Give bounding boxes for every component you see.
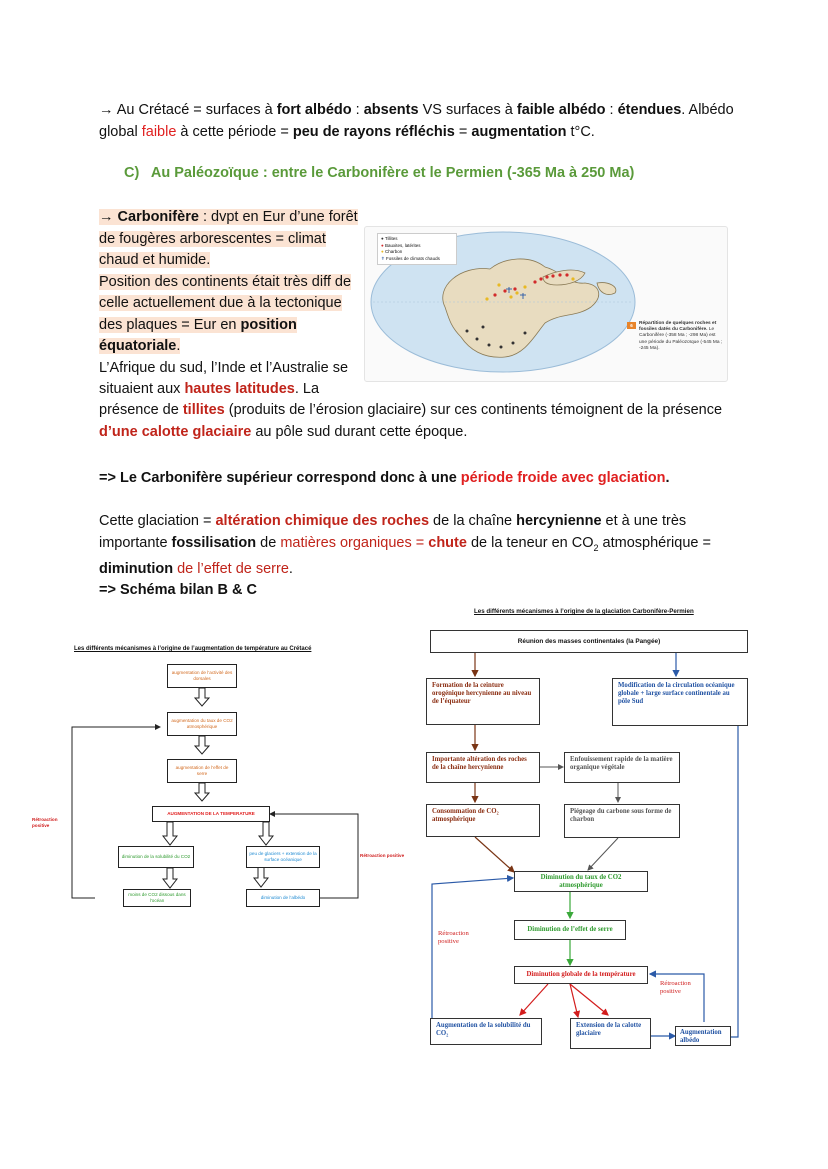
box-enfouissement: Enfouissement rapide de la matière organ… <box>564 752 680 783</box>
glaciation-paragraph: Cette glaciation = altération chimique d… <box>99 511 739 602</box>
arrow-icon: → <box>99 209 118 225</box>
arrow-icon: → <box>99 102 114 118</box>
retroaction-label-left: Rétroaction positive <box>32 817 58 828</box>
diagram-title: Les différents mécanismes à l’origine de… <box>74 646 312 652</box>
retroaction-label-right: Rétroaction positive <box>360 853 405 858</box>
diagram-carbonifere: Les différents mécanismes à l’origine de… <box>418 602 758 1062</box>
box-albedo: Augmentation albédo <box>675 1026 731 1046</box>
carbonifere-paragraph: → Carbonifère : dvpt en Eur d’une forêt … <box>99 209 358 397</box>
section-heading: C) Au Paléozoïque : entre le Carbonifère… <box>124 165 635 181</box>
carbonifere-paragraph-wide: présence de tillites (produits de l’éros… <box>99 402 723 440</box>
box-albedo: diminution de l’albédo <box>246 889 320 907</box>
box-piegeage: Piégeage du carbone sous forme de charbo… <box>564 804 680 838</box>
box-circulation: Modification de la circulation océanique… <box>612 678 748 726</box>
box-dim-temp: Diminution globale de la température <box>514 966 648 984</box>
map-caption: Répartition de quelques roches et fossil… <box>639 321 723 351</box>
conclusion-line: => Le Carbonifère supérieur correspond d… <box>99 470 670 486</box>
box-glaciers: peu de glaciers + extension de la surfac… <box>246 846 320 868</box>
map-legend-item: ● Bauxites, latérites <box>381 242 421 248</box>
retroaction-label-left: Rétroaction positive <box>438 930 469 945</box>
schema-title: => Schéma bilan B & C <box>99 582 257 599</box>
paleo-map-figure: ● Tillites ● Bauxites, latérites ● Charb… <box>364 226 728 382</box>
retroaction-label-right: Rétroaction positive <box>660 980 691 995</box>
box-dim-co2: Diminution du taux de CO2 atmosphérique <box>514 871 648 892</box>
box-solubilite: Augmentation de la solubilité du CO₂ <box>430 1018 542 1045</box>
box-ceinture: Formation de la ceinture orogénique herc… <box>426 678 540 725</box>
diagram-title: Les différents mécanismes à l’origine de… <box>474 608 694 615</box>
box-solubilite: diminution de la solubilité du CO2 <box>118 846 194 868</box>
diagram-cretace: Les différents mécanismes à l’origine de… <box>30 640 415 920</box>
box-temperature: AUGMENTATION DE LA TEMPERATURE <box>152 806 270 822</box>
map-legend-item: ● Tillites <box>381 236 398 241</box>
box-pangee: Réunion des masses continentales (la Pan… <box>430 630 748 653</box>
map-legend-item: ● Charbon <box>381 249 403 254</box>
box-dim-serre: Diminution de l’effet de serre <box>514 920 626 940</box>
figure-badge: 6 <box>627 322 636 329</box>
map-legend-item: ✝ Fossiles de climats chauds <box>381 255 440 261</box>
box-alteration: Importante altération des roches de la c… <box>426 752 540 783</box>
box-dorsales: augmentation de l’activité des dorsales <box>167 664 237 688</box>
box-calotte: Extension de la calotte glaciaire <box>570 1018 651 1049</box>
intro-line-2: global faible à cette période = peu de r… <box>99 123 595 140</box>
box-moins-co2: moins de CO2 dissous dans l’océan <box>123 889 191 907</box>
intro-paragraph: → Au Crétacé = surfaces à fort albédo : … <box>99 100 739 143</box>
map-legend: ● Tillites ● Bauxites, latérites ● Charb… <box>377 233 457 265</box>
box-effet-serre: augmentation de l’effet de serre <box>167 759 237 783</box>
box-consommation: Consommation de CO₂ atmosphérique <box>426 804 540 837</box>
paleo-map <box>370 231 636 373</box>
diagram-connectors <box>71 687 359 899</box>
intro-line-1: → Au Crétacé = surfaces à fort albédo : … <box>99 102 734 118</box>
box-co2: augmentation du taux de CO2 atmosphériqu… <box>167 712 237 736</box>
